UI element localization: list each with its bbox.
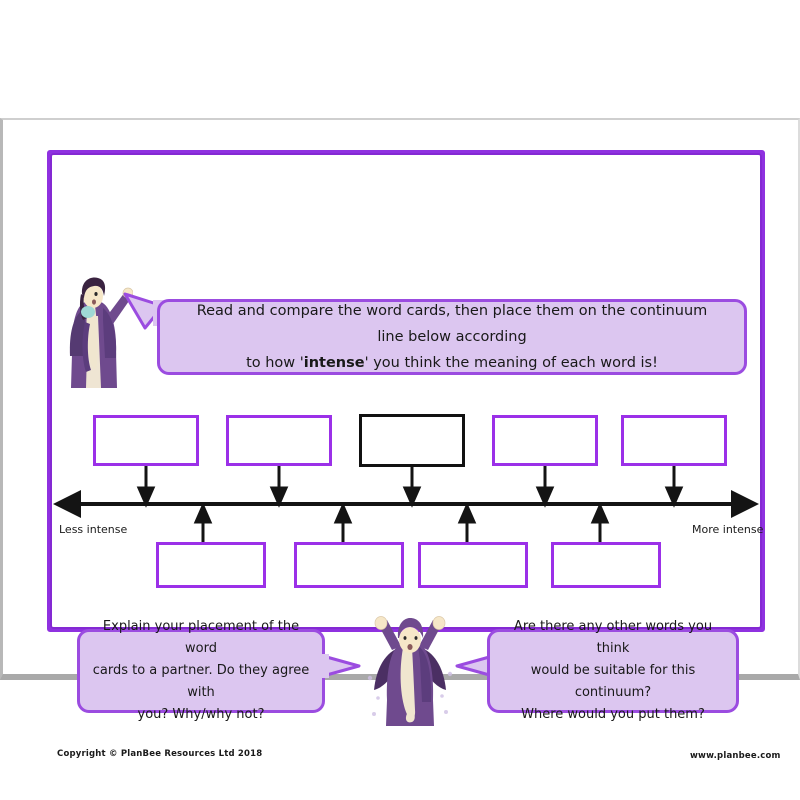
left-bubble-line-2: cards to a partner. Do they agree with bbox=[92, 663, 310, 700]
word-card-top-3[interactable] bbox=[359, 414, 465, 467]
left-bubble-line-3: you? Why/why not? bbox=[137, 707, 265, 722]
wizard-pointing-icon bbox=[61, 272, 134, 394]
continuum-line-diagram bbox=[53, 466, 759, 546]
continuum-label-more-intense: More intense bbox=[692, 523, 764, 536]
worksheet-page: Read and compare the word cards, then pl… bbox=[0, 118, 800, 761]
word-card-bottom-3[interactable] bbox=[418, 542, 528, 588]
footer-copyright: Copyright © PlanBee Resources Ltd 2018 bbox=[57, 749, 263, 759]
instruction-line-2: to how 'intense' you think the meaning o… bbox=[182, 350, 722, 376]
instruction-keyword: intense bbox=[303, 355, 365, 371]
word-card-top-4[interactable] bbox=[492, 415, 598, 466]
footer-website-link[interactable]: www.planbee.com bbox=[690, 751, 781, 761]
speech-bubble-tail-left bbox=[321, 654, 361, 678]
word-card-bottom-1[interactable] bbox=[156, 542, 266, 588]
instruction-speech-bubble: Read and compare the word cards, then pl… bbox=[157, 299, 747, 375]
word-card-top-1[interactable] bbox=[93, 415, 199, 466]
word-card-bottom-2[interactable] bbox=[294, 542, 404, 588]
instruction-line-2-post: ' you think the meaning of each word is! bbox=[364, 355, 658, 371]
worksheet-page-inner: Read and compare the word cards, then pl… bbox=[11, 124, 793, 761]
left-bubble-line-1: Explain your placement of the word bbox=[102, 619, 300, 656]
instruction-line-1: Read and compare the word cards, then pl… bbox=[196, 303, 708, 345]
instruction-line-2-pre: to how ' bbox=[246, 355, 304, 371]
wizard-celebrating-icon bbox=[356, 616, 464, 728]
discussion-speech-bubble-left: Explain your placement of the word cards… bbox=[77, 619, 325, 722]
right-bubble-line-1: Are there any other words you think bbox=[513, 619, 713, 656]
word-card-bottom-4[interactable] bbox=[551, 542, 661, 588]
word-card-top-2[interactable] bbox=[226, 415, 332, 466]
word-card-top-5[interactable] bbox=[621, 415, 727, 466]
right-bubble-line-3: Where would you put them? bbox=[521, 707, 705, 722]
continuum-label-less-intense: Less intense bbox=[59, 523, 128, 536]
discussion-speech-bubble-right: Are there any other words you think woul… bbox=[487, 619, 739, 722]
right-bubble-line-2: would be suitable for this continuum? bbox=[530, 663, 696, 700]
